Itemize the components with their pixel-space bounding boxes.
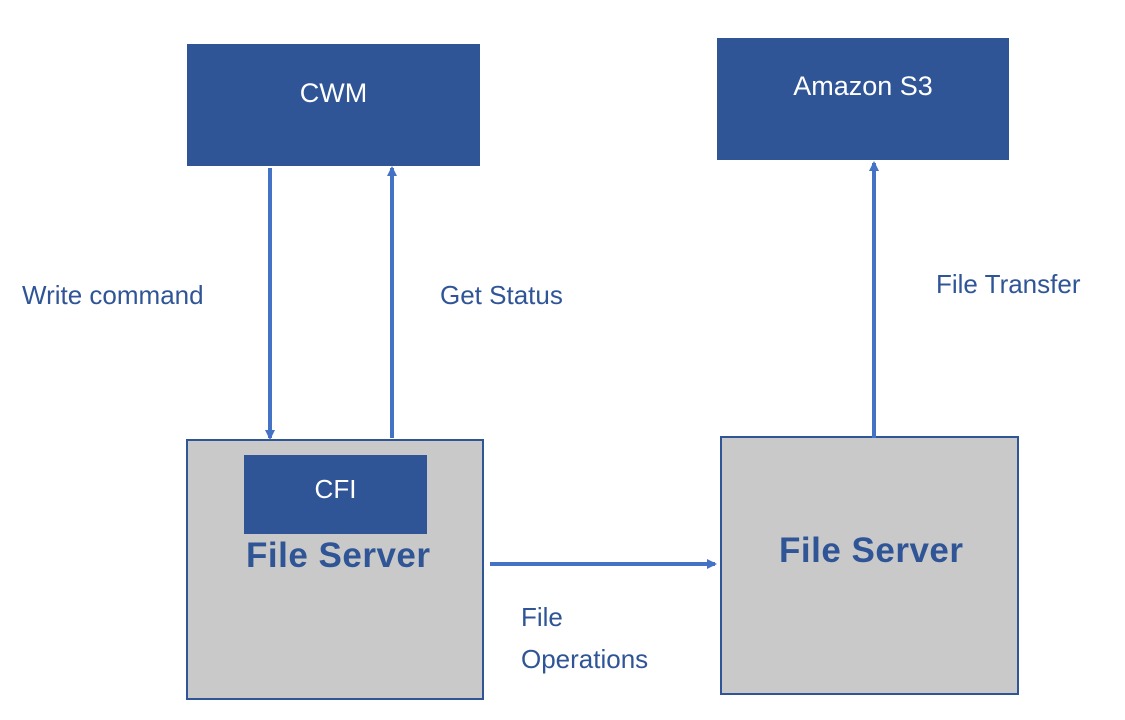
cfi-box: CFI bbox=[244, 455, 427, 534]
get-status-label: Get Status bbox=[440, 280, 563, 310]
file-server-right-label: File Server bbox=[779, 531, 964, 570]
write-command-label: Write command bbox=[22, 280, 204, 310]
cwm-label: CWM bbox=[299, 77, 368, 108]
cfi-label: CFI bbox=[314, 474, 357, 504]
file-operations-line2: Operations bbox=[521, 644, 649, 674]
amazon-s3-box: Amazon S3 bbox=[717, 38, 1009, 160]
file-server-left-label: File Server bbox=[246, 536, 431, 575]
file-operations-line1: File bbox=[521, 602, 563, 632]
file-operations-label: File Operations bbox=[521, 596, 648, 680]
file-transfer-label: File Transfer bbox=[936, 269, 1081, 299]
file-server-right-box bbox=[720, 436, 1019, 695]
amazon-s3-label: Amazon S3 bbox=[793, 70, 933, 101]
cwm-box: CWM bbox=[187, 44, 480, 166]
